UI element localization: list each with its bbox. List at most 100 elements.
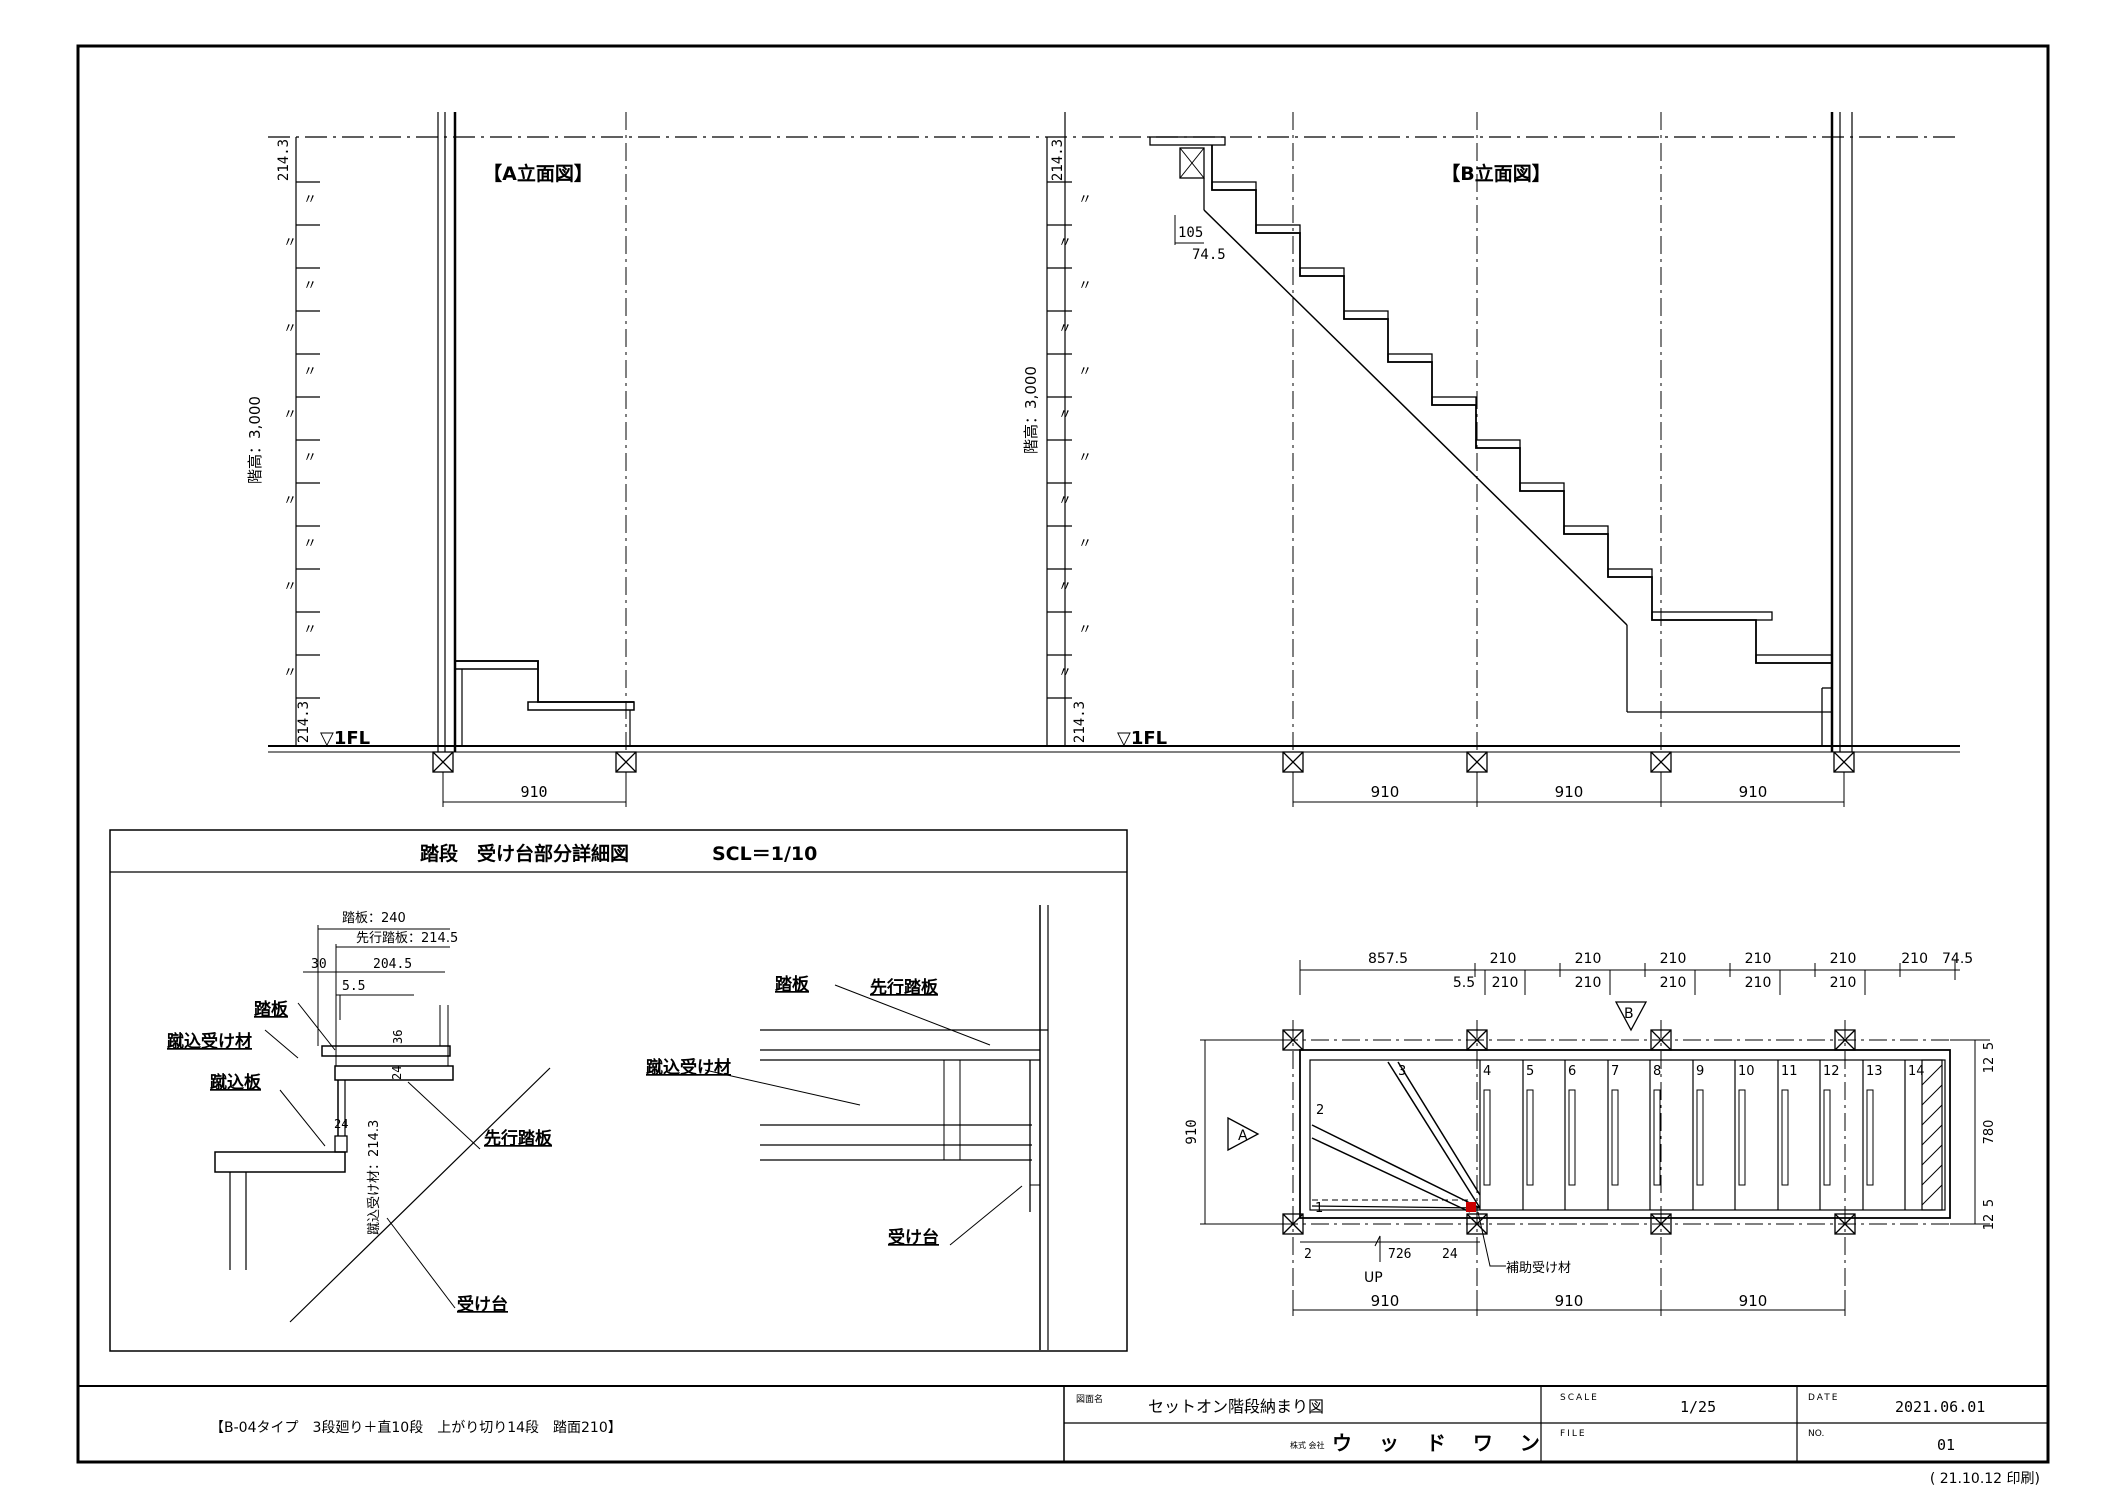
elevation-b-ditto-marks: 〃〃 〃〃 〃〃 〃〃 〃〃 〃〃 xyxy=(1058,192,1092,681)
title-block-drawing-name-label: 図面名 xyxy=(1076,1393,1103,1405)
detail-label-support: 受け台 xyxy=(457,1294,508,1315)
svg-text:〃: 〃 xyxy=(1058,321,1072,337)
detail-panel xyxy=(109,829,1128,1352)
plan-view xyxy=(1200,960,1990,1316)
svg-text:11: 11 xyxy=(1781,1064,1798,1079)
svg-text:〃: 〃 xyxy=(303,364,317,380)
svg-text:210: 210 xyxy=(1575,951,1602,967)
elevation-b-riser-bottom: 214.3 xyxy=(1072,701,1088,743)
plan-width: 910 xyxy=(1184,1119,1200,1144)
svg-text:910: 910 xyxy=(1739,783,1768,801)
svg-text:〃: 〃 xyxy=(1058,665,1072,681)
plan-up-label: UP xyxy=(1364,1270,1383,1286)
detail-dim-2045: 204.5 xyxy=(373,957,412,972)
svg-text:〃: 〃 xyxy=(283,665,297,681)
elevation-a xyxy=(268,112,1960,807)
elevation-b-floor-label: ▽1FL xyxy=(1117,728,1167,749)
detail-dim-24a: 24 xyxy=(390,1066,404,1080)
svg-text:〃: 〃 xyxy=(1078,622,1092,638)
svg-text:〃: 〃 xyxy=(1058,579,1072,595)
title-block xyxy=(78,1385,2048,1462)
svg-text:〃: 〃 xyxy=(303,450,317,466)
svg-text:910: 910 xyxy=(1555,1292,1584,1310)
svg-text:210: 210 xyxy=(1830,975,1857,991)
title-block-scale-label: SCALE xyxy=(1560,1393,1599,1403)
detail-dim-lead-tread: 先行踏板：214.5 xyxy=(356,931,458,946)
plan-marker-b: B xyxy=(1624,1006,1634,1022)
svg-text:5: 5 xyxy=(1982,1042,1997,1050)
detail-dim-riser-mat: 蹴込受け材：214.3 xyxy=(367,1120,382,1235)
svg-text:〃: 〃 xyxy=(283,493,297,509)
svg-text:5: 5 xyxy=(1982,1199,1997,1207)
svg-text:210: 210 xyxy=(1745,951,1772,967)
elevation-b xyxy=(1046,112,1855,807)
title-block-file-label: FILE xyxy=(1560,1429,1587,1439)
title-block-scale: 1/25 xyxy=(1680,1398,1716,1416)
detail-dim-24b: 24 xyxy=(334,1117,348,1131)
title-block-printed: ( 21.10.12 印刷) xyxy=(1930,1471,2040,1487)
elevation-a-riser-top: 214.3 xyxy=(276,139,292,181)
elevation-b-height-label: 階高：3,000 xyxy=(1022,366,1040,454)
plan-spans: 910 910 910 xyxy=(1371,1292,1768,1310)
title-block-company-prefix: 株式 会社 xyxy=(1290,1440,1325,1450)
svg-text:910: 910 xyxy=(1371,783,1400,801)
detail-label-riser-board: 蹴込板 xyxy=(210,1072,262,1093)
svg-text:〃: 〃 xyxy=(1078,450,1092,466)
svg-text:5.5: 5.5 xyxy=(1453,975,1475,991)
title-block-drawing-name: セットオン階段納まり図 xyxy=(1148,1397,1324,1416)
svg-text:74.5: 74.5 xyxy=(1942,951,1973,967)
detail-dim-36: 36 xyxy=(391,1030,405,1044)
elevation-b-spans: 910 910 910 xyxy=(1371,783,1768,801)
svg-text:4: 4 xyxy=(1483,1064,1491,1079)
aux-support-marker xyxy=(1466,1202,1476,1212)
svg-text:910: 910 xyxy=(1739,1292,1768,1310)
svg-text:〃: 〃 xyxy=(303,622,317,638)
svg-text:10: 10 xyxy=(1738,1064,1755,1079)
svg-text:2: 2 xyxy=(1316,1103,1324,1118)
title-block-no-label: NO. xyxy=(1808,1429,1824,1439)
detail-label-lead-tread: 先行踏板 xyxy=(484,1128,553,1149)
detail-side-label-lead-tread: 先行踏板 xyxy=(870,977,939,998)
svg-text:〃: 〃 xyxy=(283,579,297,595)
svg-text:〃: 〃 xyxy=(1078,536,1092,552)
svg-text:210: 210 xyxy=(1745,975,1772,991)
svg-text:6: 6 xyxy=(1568,1064,1576,1079)
detail-dim-55: 5.5 xyxy=(342,979,365,994)
plan-top-dims: 857.5 210 210 210 210 210 210 74.5 xyxy=(1368,951,1973,967)
svg-text:〃: 〃 xyxy=(1078,364,1092,380)
plan-right-dims: 12 5 780 12 5 xyxy=(1982,1042,1997,1230)
plan-aux-support-label: 補助受け材 xyxy=(1506,1261,1571,1276)
svg-text:210: 210 xyxy=(1901,951,1928,967)
elevation-b-dim-745: 74.5 xyxy=(1192,247,1226,263)
plan-dim-24: 24 xyxy=(1442,1247,1458,1262)
svg-text:〃: 〃 xyxy=(1078,278,1092,294)
elevation-b-title: 【B立面図】 xyxy=(1441,162,1550,185)
plan-marker-a: A xyxy=(1238,1128,1248,1144)
svg-text:7: 7 xyxy=(1611,1064,1619,1079)
svg-text:13: 13 xyxy=(1866,1064,1883,1079)
title-block-no: 01 xyxy=(1937,1436,1955,1454)
detail-label-tread: 踏板 xyxy=(254,999,289,1020)
svg-text:12: 12 xyxy=(1823,1064,1840,1079)
elevation-a-title: 【A立面図】 xyxy=(483,162,593,185)
svg-text:210: 210 xyxy=(1575,975,1602,991)
svg-text:210: 210 xyxy=(1660,951,1687,967)
detail-dim-tread: 踏板：240 xyxy=(342,911,406,926)
svg-text:〃: 〃 xyxy=(283,235,297,251)
detail-side-label-support: 受け台 xyxy=(888,1227,939,1248)
svg-text:〃: 〃 xyxy=(283,321,297,337)
svg-text:〃: 〃 xyxy=(303,278,317,294)
svg-text:8: 8 xyxy=(1653,1064,1661,1079)
title-block-description: 【B-04タイプ 3段廻り＋直10段 上がり切り14段 踏面210】 xyxy=(210,1419,622,1436)
drawing-frame xyxy=(76,44,2050,1464)
plan-step-numbers: 1 2 3 4 5 6 7 8 9 10 11 12 13 14 xyxy=(1315,1064,1925,1216)
svg-text:210: 210 xyxy=(1830,951,1857,967)
detail-side-label-tread: 踏板 xyxy=(775,974,810,995)
svg-text:12: 12 xyxy=(1982,1057,1997,1074)
title-block-date-label: DATE xyxy=(1808,1393,1839,1403)
svg-text:〃: 〃 xyxy=(303,536,317,552)
elevation-a-ditto-marks: 〃〃 〃〃 〃〃 〃〃 〃〃 〃〃 xyxy=(283,192,317,681)
svg-text:1: 1 xyxy=(1315,1201,1323,1216)
svg-text:3: 3 xyxy=(1398,1064,1406,1079)
